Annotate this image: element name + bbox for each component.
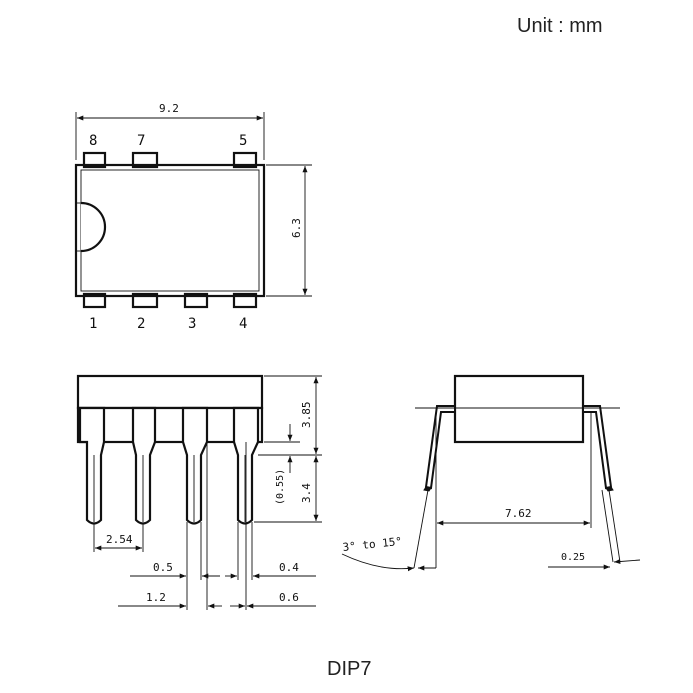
pin-pad-3: [183, 292, 209, 309]
package-caption: DIP7: [327, 658, 371, 680]
side-view: 3.85 3.4 (0.55) 2.54 0.5 1.2 0.4 0.6: [76, 374, 322, 610]
pin-pad-8: [82, 151, 107, 169]
package-body-inner: [80, 169, 260, 292]
pin-label-5: 5: [239, 133, 247, 149]
dim-lead-thickness-a: 0.4: [279, 561, 299, 574]
pin-pad-7: [131, 151, 159, 169]
top-view: 8 7 5 1 2 3 4 9.2 6.3: [74, 102, 312, 332]
dim-body-width: 6.3: [290, 218, 303, 238]
end-body: [453, 374, 585, 444]
dim-lead-thickness-b: 0.6: [279, 591, 299, 604]
pin-pad-1: [82, 292, 107, 309]
dim-body-height: 3.85: [300, 402, 313, 429]
pin-label-8: 8: [89, 133, 97, 149]
end-lead-left: [424, 405, 456, 490]
package-body-outer: [74, 163, 266, 298]
side-leads: [78, 406, 260, 525]
pin-label-3: 3: [188, 316, 196, 332]
dim-pitch: 2.54: [106, 533, 133, 546]
unit-label: Unit : mm: [517, 15, 603, 37]
dim-lead-angle: 3° to 15°: [342, 535, 403, 554]
pin-label-2: 2: [137, 316, 145, 332]
pin-label-1: 1: [89, 316, 97, 332]
pin-label-4: 4: [239, 316, 247, 332]
end-lead-right: [582, 405, 613, 490]
dim-lead-flat: 0.25: [561, 552, 585, 563]
side-body-bottom: [76, 406, 264, 444]
pin-pad-5: [232, 151, 258, 169]
dim-lead-narrow: 0.5: [153, 561, 173, 574]
pin-pad-4: [232, 292, 258, 309]
dim-body-length: 9.2: [159, 102, 179, 115]
dim-row-spacing: 7.62: [505, 507, 532, 520]
dim-lead-wide: 1.2: [146, 591, 166, 604]
pin1-notch: [80, 201, 107, 253]
pin-pad-2: [131, 292, 159, 309]
side-body-top: [76, 374, 264, 410]
pin-label-7: 7: [137, 133, 145, 149]
dim-lead-length: 3.4: [300, 483, 313, 503]
end-view: 7.62 3° to 15° 0.25: [341, 374, 641, 572]
dim-lead-offset: (0.55): [275, 469, 286, 505]
